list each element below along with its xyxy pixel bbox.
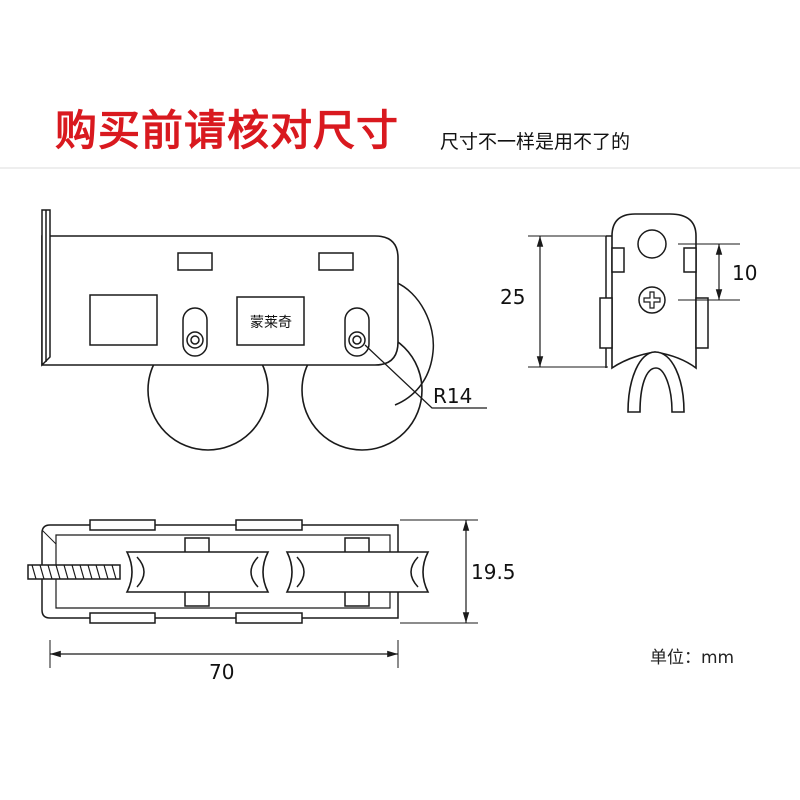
thickness-label: 19.5 — [471, 560, 516, 584]
top-view — [27, 519, 478, 668]
page-title: 购买前请核对尺寸 — [55, 106, 400, 155]
side-view — [528, 213, 740, 413]
unit-label: 单位：mm — [650, 648, 735, 668]
square-window — [89, 294, 158, 346]
brand-label-box — [236, 296, 305, 346]
length-label: 70 — [209, 660, 234, 684]
side-hole — [637, 229, 667, 259]
top-wheel-left — [125, 551, 270, 593]
top-wheel-right — [285, 551, 430, 593]
height-label: 25 — [500, 285, 525, 309]
top-slot-right — [318, 252, 354, 271]
page-subtitle: 尺寸不一样是用不了的 — [440, 131, 631, 153]
top-slot-left — [177, 252, 213, 271]
radius-leader — [364, 344, 487, 409]
radius-label: R14 — [433, 384, 472, 408]
side-wheel-edge — [394, 281, 435, 406]
side-wheel — [627, 351, 685, 413]
brand-label: 蒙莱奇 — [250, 314, 292, 331]
front-view — [41, 209, 487, 451]
hole-spacing-label: 10 — [732, 261, 757, 285]
